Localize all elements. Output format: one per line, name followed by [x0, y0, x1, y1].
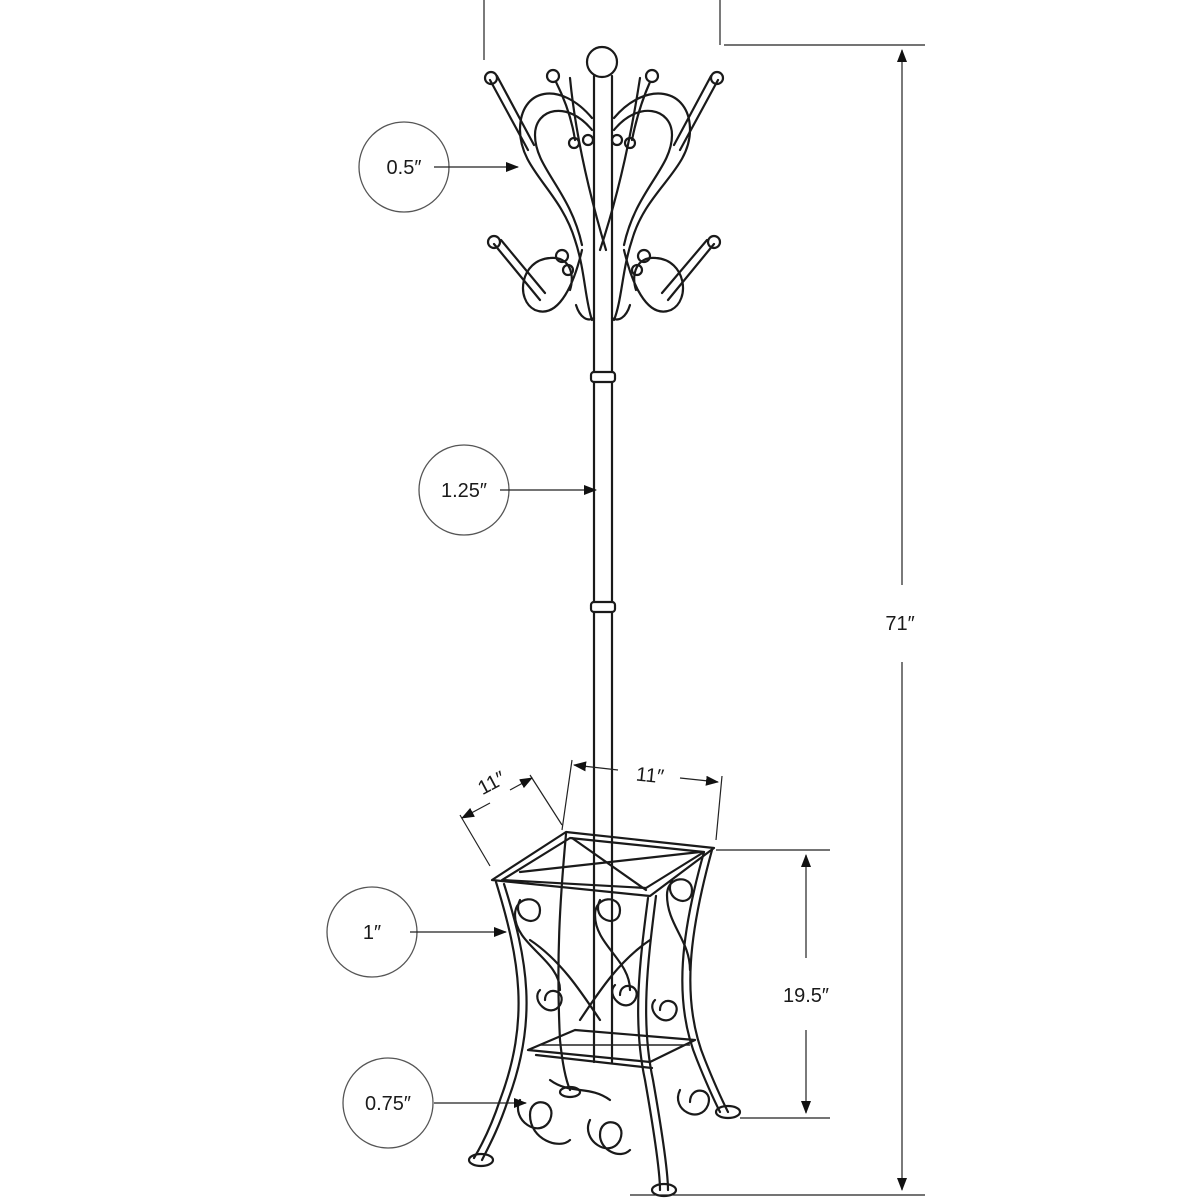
- base-width-label: 11″: [635, 764, 665, 789]
- width-dimension-right: [679, 775, 719, 786]
- callout-base-tube-label: 1″: [363, 922, 381, 944]
- total-height-label: 71″: [885, 613, 914, 635]
- width-extension-left: [561, 759, 573, 831]
- callout-pole-diameter-label: 1.25″: [441, 480, 487, 502]
- umbrella-stand-base: [467, 830, 742, 1198]
- depth-dimension-lower: [461, 802, 491, 819]
- callout-hook-tube: 0.5″: [358, 121, 519, 213]
- callout-pole-diameter: 1.25″: [418, 444, 597, 536]
- callout-leg-tube-circle: [342, 1057, 434, 1149]
- depth-extension-front: [459, 814, 491, 867]
- coat-rack-illustration: [467, 45, 742, 1198]
- width-dimension-left: [573, 761, 619, 772]
- callout-leg-tube-label: 0.75″: [365, 1093, 411, 1115]
- main-pole: [589, 74, 617, 1064]
- base-height-label: 19.5″: [783, 985, 829, 1007]
- callout-hook-tube-label: 0.5″: [387, 157, 422, 179]
- width-extension-right: [715, 775, 723, 841]
- depth-dimension-upper: [509, 777, 533, 791]
- callout-base-tube: 1″: [326, 886, 507, 978]
- base-depth-label: 11″: [474, 767, 509, 799]
- finial-ball: [585, 45, 619, 79]
- hook-cluster: [483, 68, 725, 322]
- depth-extension-back: [529, 774, 563, 826]
- callout-leg-tube: 0.75″: [342, 1057, 527, 1149]
